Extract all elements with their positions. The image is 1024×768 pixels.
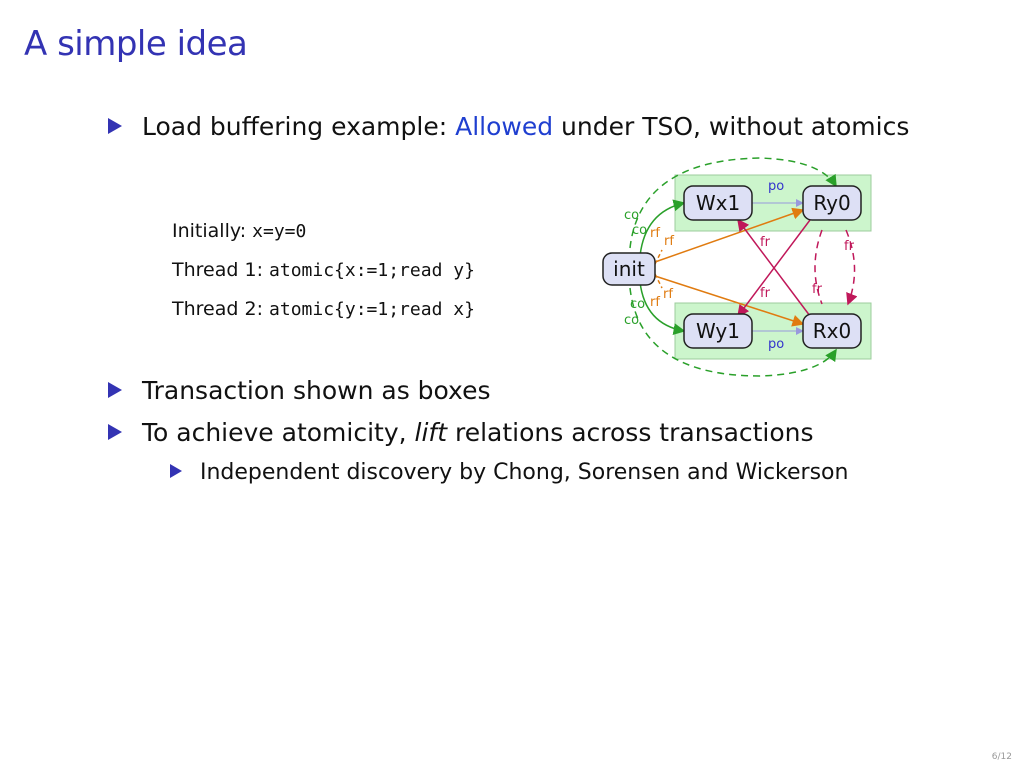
node-init-label: init (613, 257, 645, 281)
code-line-thread2: Thread 2: atomic{y:=1;read x} (172, 298, 475, 320)
bullet-load-buffering: Load buffering example: Allowed under TS… (108, 112, 909, 141)
fr-label-1: fr (760, 235, 771, 250)
co-label-2: co (632, 223, 647, 238)
bullet-text: To achieve atomicity, (142, 418, 415, 447)
fr-edge-rx0-to-wx1 (737, 218, 811, 317)
co-edge-init-to-wy1 (639, 281, 686, 336)
bullet-text-end: under TSO, without atomics (553, 112, 910, 141)
sub-bullet-text: Independent discovery by Chong, Sorensen… (200, 460, 849, 485)
fr-label-3: fr (812, 282, 823, 297)
fr-lifted-left (814, 229, 823, 305)
po-label-bottom: po (768, 337, 784, 352)
node-rx0 (802, 313, 862, 349)
co-edge-init-to-wx1 (639, 199, 686, 257)
slide-title: A simple idea (24, 24, 248, 64)
code-line-initially: Initially: x=y=0 (172, 220, 307, 242)
bullet-text-end: relations across transactions (447, 418, 814, 447)
node-rx0-label: Rx0 (813, 319, 851, 343)
co-edge-init-to-wy1-outer (629, 287, 837, 377)
bullet-text: Transaction shown as boxes (142, 376, 491, 405)
rf-lifted-top (654, 249, 663, 265)
rf-label-1: rf (650, 226, 660, 241)
node-ry0-label: Ry0 (813, 191, 850, 215)
sub-bullet-triangle-icon (170, 464, 182, 478)
bullet-transaction-boxes: Transaction shown as boxes (108, 376, 491, 405)
rf-label-3: rf (650, 295, 660, 310)
node-wx1 (683, 185, 753, 221)
rf-edge-init-to-rx0 (654, 275, 805, 327)
rf-label-2: rf (664, 234, 674, 249)
code-line-thread1: Thread 1: atomic{x:=1;read y} (172, 259, 475, 281)
node-init (602, 252, 656, 286)
po-label-top: po (768, 179, 784, 194)
litmus-test-code: Initially: x=y=0 Thread 1: atomic{x:=1;r… (172, 212, 475, 329)
fr-label-4: fr (844, 239, 855, 254)
page-number: 6/12 (991, 752, 1012, 762)
rf-edge-init-to-ry0 (654, 207, 805, 263)
co-edge-init-to-wx1-outer (629, 157, 837, 249)
bullet-triangle-icon (108, 118, 122, 134)
rf-lifted-bottom (654, 273, 663, 289)
co-label-1: co (624, 208, 639, 223)
sub-bullet-independent-discovery: Independent discovery by Chong, Sorensen… (170, 460, 848, 485)
bullet-triangle-icon (108, 382, 122, 398)
node-wy1-label: Wy1 (696, 319, 740, 343)
allowed-highlight: Allowed (455, 112, 554, 141)
fr-lifted-right (845, 229, 858, 306)
bullet-atomicity: To achieve atomicity, lift relations acr… (108, 418, 814, 447)
bullet-triangle-icon (108, 424, 122, 440)
co-label-3: co (630, 297, 645, 312)
node-wx1-label: Wx1 (696, 191, 740, 215)
fr-label-2: fr (760, 286, 771, 301)
rf-label-4: rf (663, 287, 673, 302)
lift-emphasis: lift (414, 418, 448, 447)
node-wy1 (683, 313, 753, 349)
bullet-text: Load buffering example: (142, 112, 456, 141)
co-label-4: co (624, 313, 639, 328)
node-ry0 (802, 185, 862, 221)
